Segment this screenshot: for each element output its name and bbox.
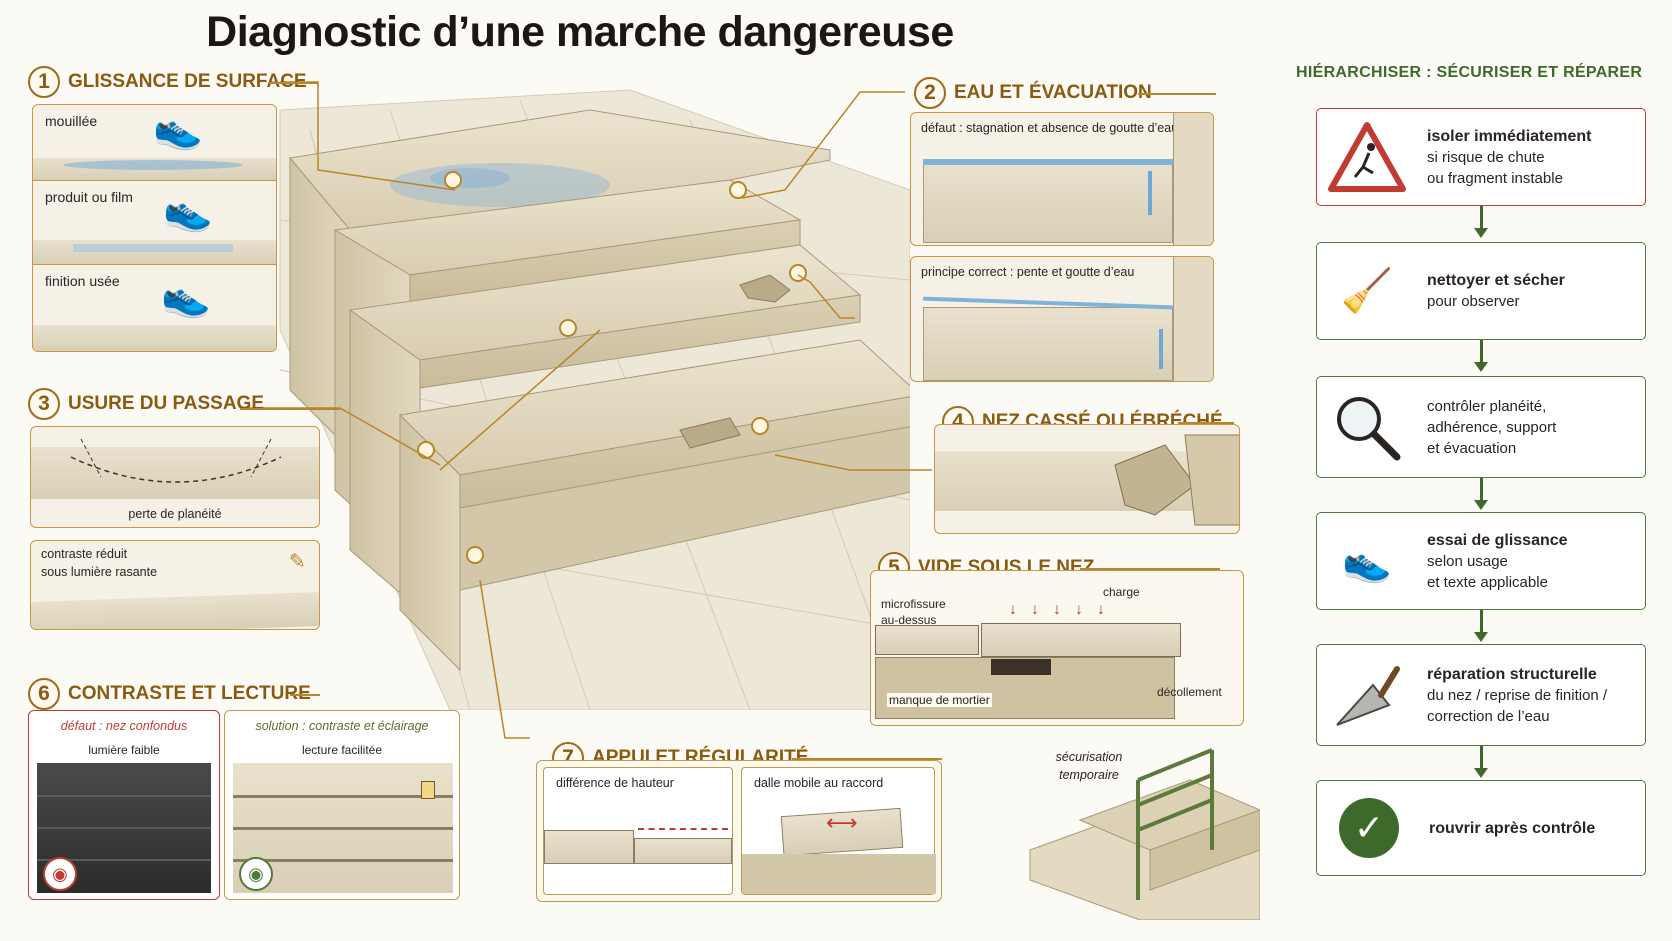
easy-reading-label: lecture facilitée xyxy=(301,743,383,757)
load-arrows: ↓↓↓↓↓ xyxy=(1009,601,1119,618)
shoe-icon: 👟 xyxy=(163,189,213,233)
section-3-title: USURE DU PASSAGE xyxy=(68,393,265,414)
mortar-label: manque de mortier xyxy=(887,693,992,707)
shoe-icon: 👟 xyxy=(153,107,203,151)
contrast-label-line1: contraste réduit xyxy=(41,547,128,561)
flow-step-isolate: isoler immédiatement si risque de chute … xyxy=(1316,108,1646,206)
magnifier-icon xyxy=(1337,397,1401,461)
film-row: produit ou film 👟 xyxy=(33,181,276,265)
flow-step-3-line3: et évacuation xyxy=(1427,439,1517,457)
charge-label: charge xyxy=(1103,585,1140,599)
flow-step-1-line2: si risque de chute xyxy=(1427,148,1545,166)
good-contrast-panel: solution : contraste et éclairage lectur… xyxy=(224,710,460,900)
flow-step-check: contrôler planéité, adhérence, support e… xyxy=(1316,376,1646,478)
section-6-title: CONTRASTE ET LECTURE xyxy=(68,683,311,704)
section-2-number: 2 xyxy=(914,77,946,109)
section-6-number: 6 xyxy=(28,678,60,710)
flow-step-clean: 🧹 nettoyer et sécher pour observer xyxy=(1316,242,1646,340)
section-1-heading: 1 GLISSANCE DE SURFACE xyxy=(28,66,307,98)
flow-arrow xyxy=(1474,206,1488,238)
flow-step-1-bold: isoler immédiatement xyxy=(1427,127,1592,145)
low-contrast-panel: défaut : nez confondus lumière faible ◉ xyxy=(28,710,220,900)
flow-arrow xyxy=(1474,478,1488,510)
flow-step-4-line3: et texte applicable xyxy=(1427,573,1548,591)
shoe-icon: 👟 xyxy=(1342,539,1392,584)
support-panel: différence de hauteur dalle mobile au ra… xyxy=(536,760,942,902)
broom-icon: 🧹 xyxy=(1340,266,1394,314)
microfissure-label-1: microfissure xyxy=(881,597,946,611)
contrast-label-line2: sous lumière rasante xyxy=(41,565,158,579)
flow-arrow xyxy=(1474,746,1488,778)
void-under-nose-panel: microfissure au-dessus charge ↓↓↓↓↓ manq… xyxy=(870,570,1244,726)
flow-step-4-line2: selon usage xyxy=(1427,552,1508,570)
flow-step-5-bold: réparation structurelle xyxy=(1427,665,1597,683)
flow-step-repair: réparation structurelle du nez / reprise… xyxy=(1316,644,1646,746)
section-6-heading: 6 CONTRASTE ET LECTURE xyxy=(28,678,311,710)
height-diff-label: différence de hauteur xyxy=(556,776,674,790)
chipped-nose-panel xyxy=(934,424,1240,534)
stair-illustration xyxy=(279,89,910,710)
shoe-icon: 👟 xyxy=(161,275,211,319)
section-3-number: 3 xyxy=(28,388,60,420)
section-2-heading: 2 EAU ET ÉVACUATION xyxy=(914,77,1152,109)
flow-step-6-bold: rouvrir après contrôle xyxy=(1429,819,1596,837)
section-2-defect-panel: défaut : stagnation et absence de goutte… xyxy=(910,112,1214,246)
water-correct-label: principe correct : pente et goutte d’eau xyxy=(921,265,1135,279)
film-label: produit ou film xyxy=(45,189,133,205)
detachment-label: décollement xyxy=(1157,685,1222,699)
flow-step-4-bold: essai de glissance xyxy=(1427,531,1568,549)
flow-step-1-line3: ou fragment instable xyxy=(1427,169,1563,187)
contrast-defect-label: défaut : nez confondus xyxy=(60,719,188,733)
flow-step-5-line3: correction de l’eau xyxy=(1427,707,1550,725)
fall-warning-icon xyxy=(1328,122,1406,192)
low-light-label: lumière faible xyxy=(88,743,160,757)
worn-row: finition usée 👟 xyxy=(33,265,276,351)
trowel-icon xyxy=(1336,666,1400,726)
wear-panel: perte de planéité xyxy=(30,426,320,528)
page-title: Diagnostic d’une marche dangereuse xyxy=(206,8,954,56)
flow-step-slip-test: 👟 essai de glissance selon usage et text… xyxy=(1316,512,1646,610)
temp-securing-line2: temporaire xyxy=(1059,768,1119,782)
flow-arrow xyxy=(1474,610,1488,642)
flow-step-5-line2: du nez / reprise de finition / xyxy=(1427,686,1608,704)
water-defect-label: défaut : stagnation et absence de goutte… xyxy=(921,121,1179,135)
flow-arrow xyxy=(1474,340,1488,372)
wet-row: mouillée 👟 xyxy=(33,105,276,181)
eye-warning-icon: ◉ xyxy=(43,857,77,891)
flow-step-3-line1: contrôler planéité, xyxy=(1427,397,1547,415)
section-1-number: 1 xyxy=(28,66,60,98)
temp-securing-line1: sécurisation xyxy=(1055,750,1123,764)
flow-step-reopen: ✓ rouvrir après contrôle xyxy=(1316,780,1646,876)
worn-label: finition usée xyxy=(45,273,120,289)
flow-step-3-line2: adhérence, support xyxy=(1427,418,1557,436)
flow-step-2-line2: pour observer xyxy=(1427,293,1520,310)
microfissure-label-2: au-dessus xyxy=(881,613,937,627)
eye-ok-icon: ◉ xyxy=(239,857,273,891)
temporary-railing-illustration xyxy=(1029,748,1260,920)
flow-title: HIÉRARCHISER : SÉCURISER ET RÉPARER xyxy=(1296,64,1643,81)
check-icon: ✓ xyxy=(1339,798,1399,858)
section-1-panel: mouillée 👟 produit ou film 👟 finition us… xyxy=(32,104,277,352)
contrast-panel: contraste réduit sous lumière rasante ✎ xyxy=(30,540,320,630)
wear-label: perte de planéité xyxy=(128,507,222,521)
height-diff-box: différence de hauteur xyxy=(543,767,733,895)
rocking-arrow-icon: ⟷ xyxy=(826,810,858,835)
section-1-title: GLISSANCE DE SURFACE xyxy=(68,71,307,92)
flow-step-2-bold: nettoyer et sécher xyxy=(1427,272,1565,289)
lamp-icon: ✎ xyxy=(289,551,306,573)
wet-label: mouillée xyxy=(45,113,98,129)
section-3-heading: 3 USURE DU PASSAGE xyxy=(28,388,264,420)
mobile-slab-box: dalle mobile au raccord ⟷ xyxy=(741,767,936,895)
mobile-slab-label: dalle mobile au raccord xyxy=(754,776,884,790)
contrast-solution-label: solution : contraste et éclairage xyxy=(255,719,429,733)
section-2-correct-panel: principe correct : pente et goutte d’eau xyxy=(910,256,1214,382)
section-2-title: EAU ET ÉVACUATION xyxy=(954,82,1152,103)
